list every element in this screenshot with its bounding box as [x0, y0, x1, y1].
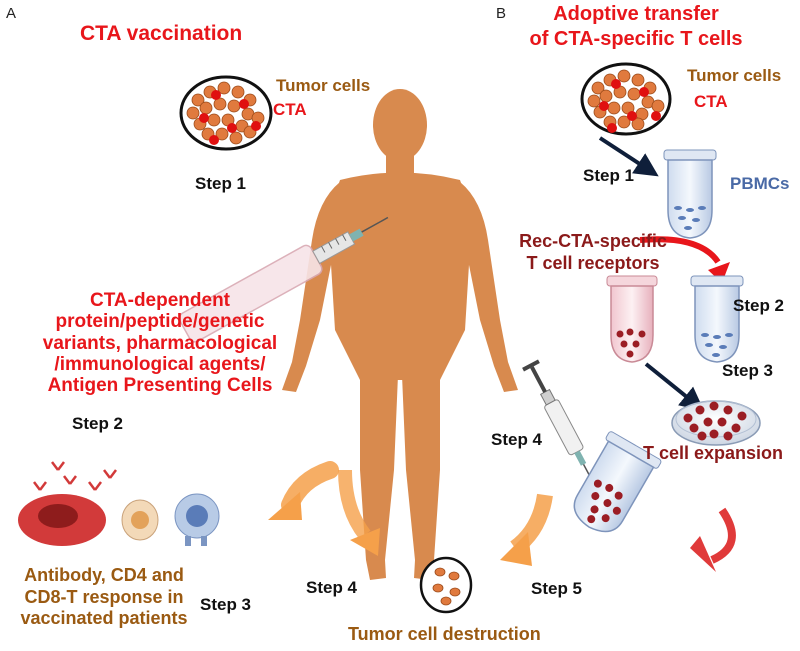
vaccine-agents-text: CTA-dependent protein/peptide/genetic va…: [20, 290, 300, 396]
vaccine-agents-line: protein/peptide/genetic: [55, 311, 265, 333]
panel-a-step2: Step 2: [72, 414, 124, 433]
pbmc-label: PBMCs: [730, 174, 790, 193]
arrow-to-dish-icon: [644, 362, 705, 412]
panel-a-title: CTA vaccination: [80, 22, 243, 45]
panel-b-title: Adoptive transfer of CTA-specific T cell…: [506, 2, 766, 52]
receptor-line: T cell receptors: [526, 252, 660, 273]
flow-arrows: [268, 461, 553, 566]
arrow-to-step4-icon: [338, 469, 371, 540]
panel-b-step2: Step 2: [733, 296, 785, 315]
t-cell-tube-icon: [573, 431, 662, 533]
panel-a-tumor-label: Tumor cells: [276, 76, 371, 95]
vaccine-agents-line: variants, pharmacological: [42, 332, 278, 354]
transfer-syringe-icon: [522, 359, 597, 488]
tumor-destruction-icon: [419, 556, 473, 614]
panel-b-step1: Step 1: [583, 166, 635, 185]
petri-dish-icon: [671, 400, 761, 446]
panel-b-tumor-label: Tumor cells: [687, 66, 782, 85]
pbmc-tube-icon: [663, 149, 717, 239]
panel-b-step3: Step 3: [722, 361, 774, 380]
immune-response-line: CD8-T response in: [24, 586, 184, 607]
immune-response-line: Antibody, CD4 and: [24, 565, 184, 585]
arrow-to-pbmc-icon: [598, 136, 659, 177]
blue-tube-step2-icon: [690, 275, 744, 363]
receptor-tube-icon: [606, 275, 658, 363]
receptor-line: Rec-CTA-specific: [519, 231, 667, 251]
panel-b-title-line: of CTA-specific T cells: [529, 28, 743, 50]
receptor-text: Rec-CTA-specific T cell receptors: [508, 231, 678, 274]
panel-a-step3: Step 3: [200, 595, 252, 614]
panel-b-cta-label: CTA: [694, 92, 728, 111]
arrow-to-step5-icon: [510, 493, 553, 555]
vaccine-agents-line: /immunological agents/: [54, 353, 266, 375]
tumor-cells-cluster-a-icon: [179, 75, 273, 151]
panel-a-cta-label: CTA: [273, 100, 307, 119]
receptor-transfer-arrow-icon: [639, 236, 721, 264]
tumor-cells-cluster-b-icon: [580, 62, 672, 136]
panel-a-step1: Step 1: [195, 174, 247, 193]
reinfusion-arrow-icon: [710, 507, 736, 564]
immune-response-line: vaccinated patients: [20, 608, 188, 629]
vaccine-agents-line: CTA-dependent: [89, 290, 231, 311]
vaccine-agents-line: Antigen Presenting Cells: [47, 375, 273, 397]
panel-a-label: A: [6, 5, 17, 22]
panel-b-step5: Step 5: [531, 579, 583, 598]
vaccine-syringe-icon: [178, 216, 389, 343]
t-cell-expansion-label: T cell expansion: [643, 443, 784, 463]
panel-b-label: B: [496, 5, 507, 22]
human-figure-icon: [282, 89, 518, 580]
panel-b-step4: Step 4: [491, 430, 543, 449]
panel-a-step4: Step 4: [306, 578, 358, 597]
immune-response-text: Antibody, CD4 and CD8-T response in vacc…: [4, 565, 204, 630]
panel-b-title-line: Adoptive transfer: [553, 3, 719, 25]
immune-cells-icon: [18, 461, 220, 546]
outcome-label: Tumor cell destruction: [348, 624, 541, 644]
